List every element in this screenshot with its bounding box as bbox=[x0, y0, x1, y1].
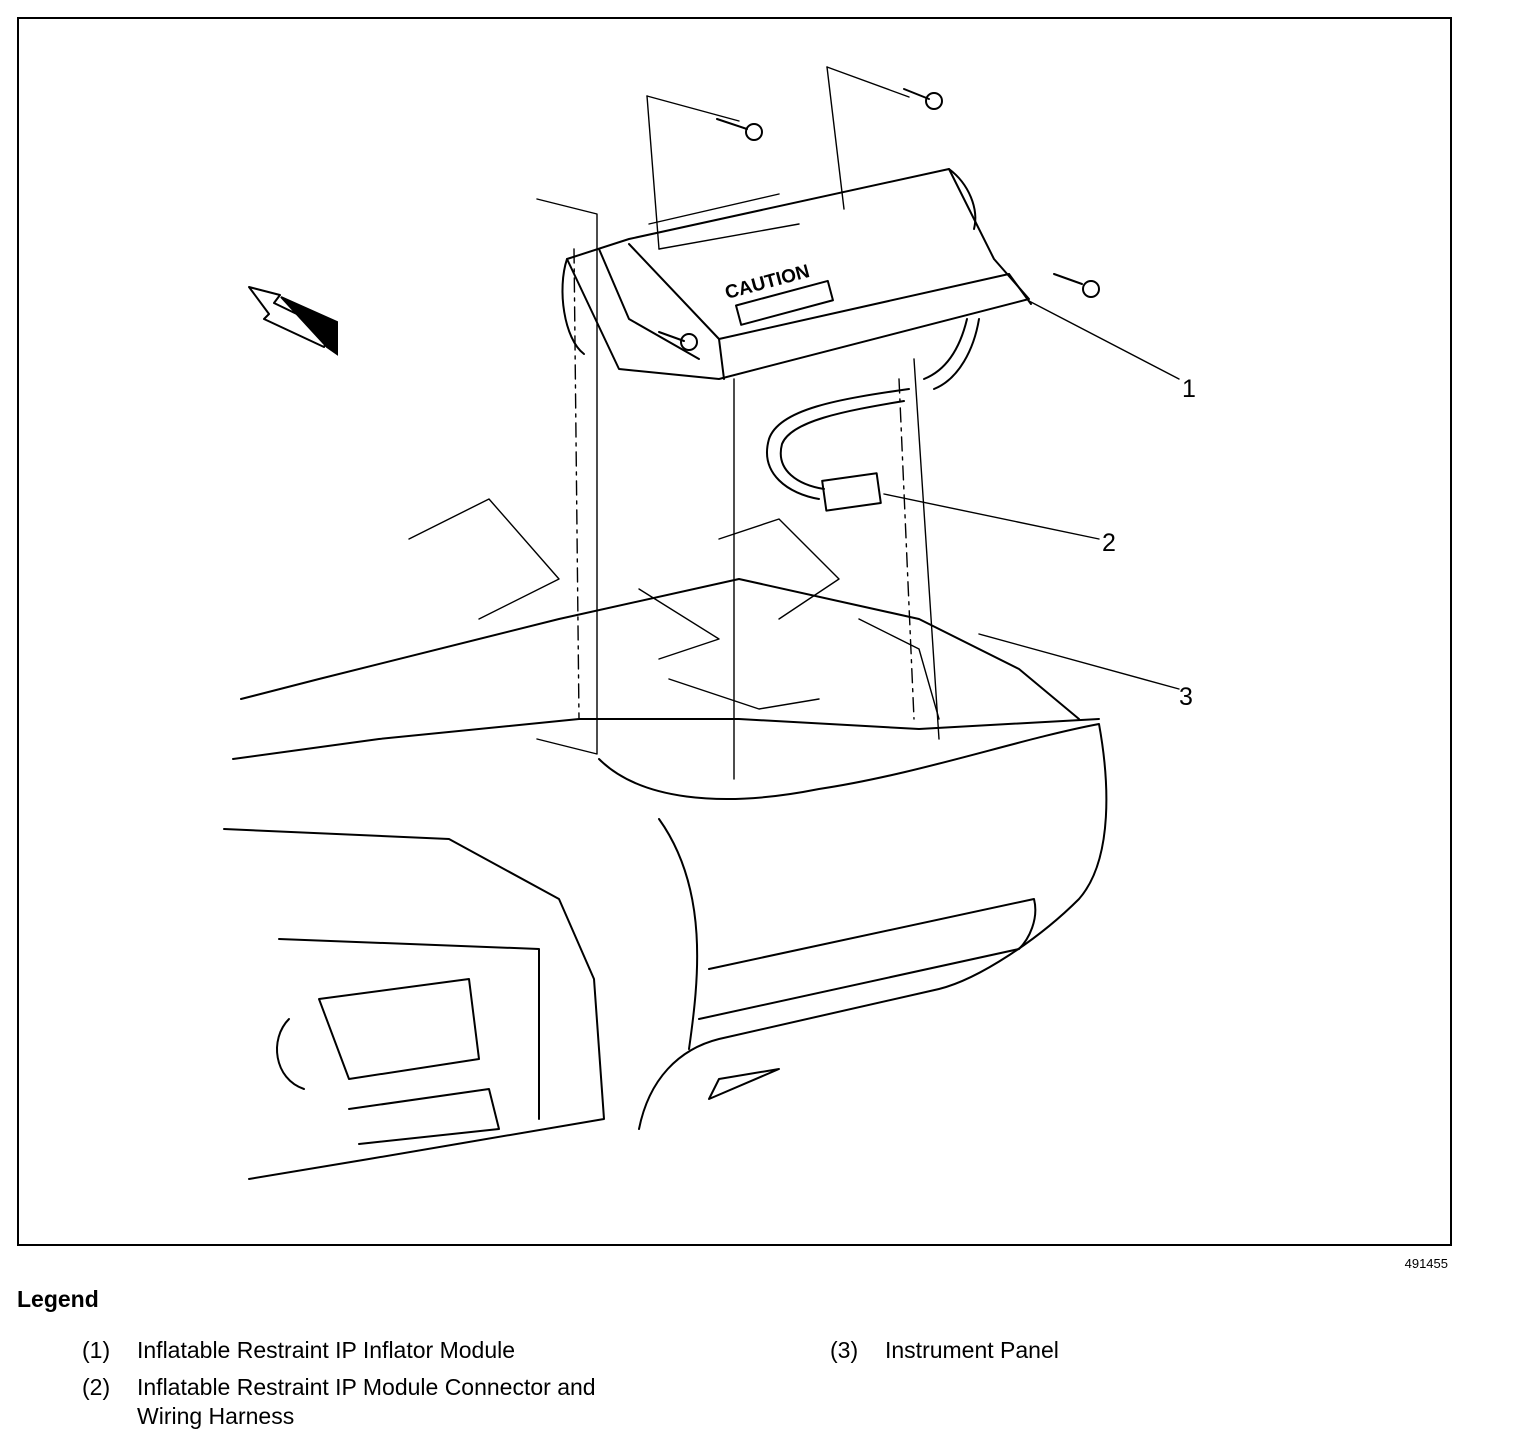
figure-id: 491455 bbox=[1404, 1256, 1448, 1271]
callout-2: 2 bbox=[1102, 529, 1116, 557]
mounting-bolt-icon bbox=[658, 88, 1100, 351]
callout-1: 1 bbox=[1182, 375, 1196, 403]
legend-item-2: (2) Inflatable Restraint IP Module Conne… bbox=[82, 1373, 702, 1433]
legend-item-text: Instrument Panel bbox=[885, 1337, 1059, 1363]
forward-arrow-icon bbox=[248, 286, 338, 356]
instrument-panel bbox=[223, 498, 1108, 1180]
legend-item-number: (2) bbox=[82, 1374, 111, 1400]
legend-item-3: (3) Instrument Panel bbox=[830, 1336, 1230, 1365]
legend-item-number: (1) bbox=[82, 1337, 111, 1363]
assembly-guide-lines bbox=[536, 66, 940, 780]
callout-leaders bbox=[883, 300, 1180, 690]
wiring-harness bbox=[766, 318, 980, 512]
connector-icon bbox=[821, 472, 882, 512]
diagram-frame: CAUTION bbox=[17, 17, 1452, 1246]
legend-item-text: Inflatable Restraint IP Module Connector… bbox=[137, 1374, 596, 1429]
legend-item-number: (3) bbox=[830, 1337, 859, 1363]
legend-item-text: Inflatable Restraint IP Inflator Module bbox=[137, 1337, 516, 1363]
exploded-view-drawing: CAUTION bbox=[223, 66, 1196, 1180]
inflator-module: CAUTION bbox=[561, 168, 1032, 380]
legend-title: Legend bbox=[17, 1286, 99, 1312]
legend-item-1: (1) Inflatable Restraint IP Inflator Mod… bbox=[82, 1336, 722, 1365]
callout-3: 3 bbox=[1179, 683, 1193, 711]
